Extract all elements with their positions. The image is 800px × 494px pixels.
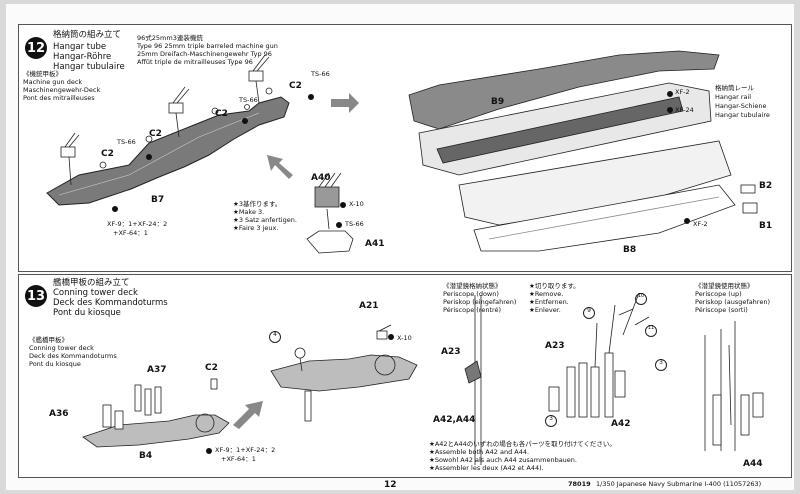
step-number: 13 (25, 285, 47, 307)
step-title-jp: 艦橋甲板の組み立て (53, 278, 130, 288)
part-a44: A44 (743, 459, 763, 469)
mg-deck-label-jp: 《機銃甲板》 (23, 70, 62, 78)
part-c2: C2 (205, 363, 218, 373)
step-title-en: Conning tower deck (53, 288, 138, 298)
make-3-fr: ★Faire 3 jeux. (233, 224, 279, 232)
mg-deck-label-en: Machine gun deck (23, 78, 83, 86)
paint-mix-1: XF-9：1+XF-24：2 (215, 446, 276, 454)
make-3-en: ★Make 3. (233, 208, 265, 216)
part-a40: A40 (311, 173, 331, 183)
paint-xf2-b: XF-2 (693, 220, 708, 228)
down-label-fr: Périscope (rentré) (443, 306, 502, 314)
up-label-jp: 《潜望鏡使用状態》 (695, 282, 754, 290)
rail-label-de: Hangar-Schiene (715, 102, 767, 110)
paint-xf24: XF-24 (675, 106, 694, 114)
step-12-panel: 12 格納筒の組み立て Hangar tube Hangar-Röhre Han… (18, 24, 792, 272)
cut-label-en: ★Remove. (529, 290, 564, 298)
mg-deck-label-fr: Pont des mitrailleuses (23, 94, 95, 102)
step-number: 12 (25, 37, 47, 59)
paint-ts66-a: TS-66 (311, 70, 330, 78)
paint-mix-2: +XF-64：1 (113, 229, 148, 237)
part-a42: A42 (611, 419, 631, 429)
part-a23: A23 (545, 341, 565, 351)
rail-label-en: Hangar rail (715, 93, 752, 101)
down-label-en: Periscope (down) (443, 290, 499, 298)
down-label-de: Periskop (eingefahren) (443, 298, 517, 306)
note-en: ★Assemble both A42 and A44. (429, 448, 530, 456)
step-title-jp: 格納筒の組み立て (53, 30, 122, 40)
paint-ts66-d: TS-66 (345, 220, 364, 228)
circle-3-a: 3 (655, 359, 667, 371)
part-c2-b: C2 (215, 109, 228, 119)
sub-label-de: Deck des Kommandoturms (29, 352, 117, 360)
part-a37: A37 (147, 365, 167, 375)
rail-label-fr: Hangar tubulaire (715, 111, 770, 119)
circle-3-b: 3 (545, 415, 557, 427)
cut-label-fr: ★Enlever. (529, 306, 561, 314)
paint-ts66-b: TS-66 (239, 96, 258, 104)
paint-mix-2: +XF-64：1 (221, 455, 256, 463)
gun-label-de: 25mm Dreifach-Maschinengewehr Typ 96 (137, 50, 272, 58)
step-13-illustration (82, 292, 764, 465)
part-a21: A21 (359, 301, 379, 311)
mg-deck-label-de: Maschinengewehr-Deck (23, 86, 101, 94)
part-b7: B7 (151, 195, 165, 205)
circle-10: 10 (635, 293, 647, 305)
cut-label-jp: ★切り取ります。 (529, 282, 580, 290)
paint-x10: X-10 (397, 334, 412, 342)
step-13-panel: 13 艦橋甲板の組み立て Conning tower deck Deck des… (18, 274, 792, 478)
make-3-de: ★3 Satz anfertigen. (233, 216, 297, 224)
part-b9: B9 (491, 97, 505, 107)
note-jp: ★A42とA44のいずれの場合も各パーツを取り付けてください。 (429, 440, 616, 448)
paint-ts66-c: TS-66 (117, 138, 136, 146)
instruction-sheet: 12 格納筒の組み立て Hangar tube Hangar-Röhre Han… (6, 4, 794, 490)
part-b1: B1 (759, 221, 773, 231)
gun-label-en: Type 96 25mm triple barreled machine gun (137, 42, 278, 50)
part-a36: A36 (49, 409, 69, 419)
sub-label-jp: 《艦橋甲板》 (29, 336, 68, 344)
page-number: 12 (384, 480, 397, 490)
part-c2-a: C2 (289, 81, 302, 91)
make-3-jp: ★3基作ります。 (233, 200, 282, 208)
step-title-en: Hangar tube (53, 42, 107, 52)
part-c2-c: C2 (149, 129, 162, 139)
down-label-jp: 《潜望鏡格納状態》 (443, 282, 502, 290)
part-b2: B2 (759, 181, 773, 191)
paint-xf2-a: XF-2 (675, 88, 690, 96)
step-12-illustration (46, 50, 758, 254)
product-name: 1/350 Japanese Navy Submarine I-400 (110… (596, 480, 762, 488)
paint-x10: X-10 (349, 200, 364, 208)
circle-11: 11 (645, 325, 657, 337)
step-title-fr: Pont du kiosque (53, 308, 121, 318)
circle-4: 4 (269, 331, 281, 343)
note-fr: ★Assembler les deux (A42 et A44). (429, 464, 544, 472)
step-title-de: Deck des Kommandoturms (53, 298, 168, 308)
part-c2-d: C2 (101, 149, 114, 159)
part-a42-a44: A42,A44 (433, 415, 476, 425)
step-title-de: Hangar-Röhre (53, 52, 112, 62)
note-de: ★Sowohl A42 als auch A44 zusammenbauen. (429, 456, 577, 464)
sub-label-en: Conning tower deck (29, 344, 94, 352)
up-label-en: Periscope (up) (695, 290, 742, 298)
paint-mix-1: XF-9：1+XF-24：2 (107, 220, 168, 228)
cut-label-de: ★Entfernen. (529, 298, 569, 306)
rail-label-jp: 格納筒レール (715, 84, 754, 92)
gun-label-fr: Affût triple de mitrailleuses Type 96 (137, 58, 253, 66)
gun-label-jp: 96式25mm3連装機銃 (137, 34, 203, 42)
part-b4: B4 (139, 451, 153, 461)
sub-label-fr: Pont du kiosque (29, 360, 81, 368)
part-a23-down: A23 (441, 347, 461, 357)
catalog-number: 78019 (568, 480, 591, 488)
circle-9: 9 (583, 307, 595, 319)
up-label-fr: Périscope (sorti) (695, 306, 748, 314)
step-title-fr: Hangar tubulaire (53, 62, 125, 72)
part-b8: B8 (623, 245, 637, 255)
part-a41: A41 (365, 239, 385, 249)
up-label-de: Periskop (ausgefahren) (695, 298, 770, 306)
